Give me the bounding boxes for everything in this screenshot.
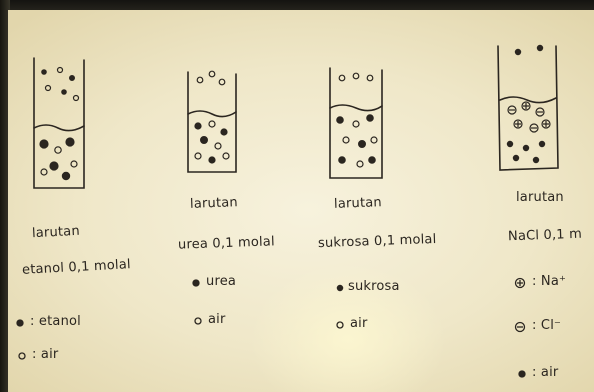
caption-urea-line1: larutan xyxy=(190,195,238,212)
legend-air-circle-1 xyxy=(19,353,25,359)
legend-air-circle-3 xyxy=(337,322,343,328)
beaker-etanol xyxy=(34,58,84,188)
legend-air-dot-nacl xyxy=(519,371,525,377)
legend-urea-dot xyxy=(193,280,199,286)
legend-etanol-label: : etanol xyxy=(30,314,81,329)
particles-sukrosa xyxy=(337,73,377,167)
caption-nacl-line1: larutan xyxy=(516,190,564,205)
legend-symbols xyxy=(17,279,525,378)
legend-air-label-4: : air xyxy=(532,365,558,380)
legend-urea-label: urea xyxy=(206,274,236,289)
beaker-nacl xyxy=(498,46,558,170)
particles-nacl xyxy=(507,45,550,162)
legend-na-label: : Na⁺ xyxy=(532,274,566,289)
particles-etanol xyxy=(40,68,79,180)
legend-sukrosa-dot xyxy=(337,285,342,290)
legend-air-label-3: air xyxy=(350,316,368,331)
legend-cl-label: : Cl⁻ xyxy=(532,318,561,333)
caption-etanol-line1: larutan xyxy=(32,224,81,241)
legend-air-label-1: : air xyxy=(32,347,58,362)
caption-sukrosa-line1: larutan xyxy=(334,195,382,212)
legend-air-label-2: air xyxy=(208,312,226,327)
legend-air-circle-2 xyxy=(195,318,201,324)
caption-nacl-line2: NaCl 0,1 m xyxy=(508,227,582,245)
legend-etanol-dot xyxy=(17,320,23,326)
legend-sukrosa-label: sukrosa xyxy=(348,279,400,294)
